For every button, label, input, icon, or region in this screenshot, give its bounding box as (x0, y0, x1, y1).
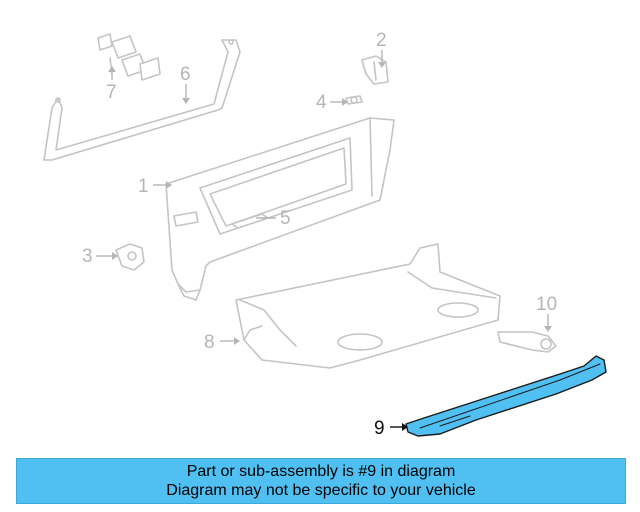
part-6-support-rod (43, 39, 241, 161)
callout-2: 2 (376, 30, 387, 51)
callout-1: 1 (138, 176, 149, 197)
callout-labels: 1 2 3 4 5 6 7 8 9 10 (82, 30, 557, 439)
part-2-clip (361, 55, 389, 85)
part-8-lower-tray (235, 243, 501, 369)
part-10-connector (497, 331, 557, 353)
part-1-glove-box-housing (165, 117, 395, 301)
callout-5: 5 (280, 208, 291, 229)
leader-lines (96, 50, 552, 431)
callout-6: 6 (180, 64, 191, 85)
info-banner: Part or sub-assembly is #9 in diagram Di… (16, 458, 626, 504)
callout-7: 7 (106, 82, 117, 103)
callout-10: 10 (536, 294, 557, 315)
part-3-bumper (115, 243, 145, 271)
callout-8: 8 (204, 332, 215, 353)
banner-line-disclaimer: Diagram may not be specific to your vehi… (166, 482, 476, 499)
part-4-screw (345, 95, 363, 105)
callout-3: 3 (82, 246, 93, 267)
part-7-bracket (97, 33, 161, 81)
exploded-parts-diagram: 1 2 3 4 5 6 7 8 9 10 (43, 30, 607, 439)
banner-line-part-number: Part or sub-assembly is #9 in diagram (186, 463, 456, 480)
part-9-molding-highlighted[interactable] (405, 355, 607, 437)
callout-9: 9 (374, 418, 385, 439)
callout-4: 4 (316, 92, 327, 113)
